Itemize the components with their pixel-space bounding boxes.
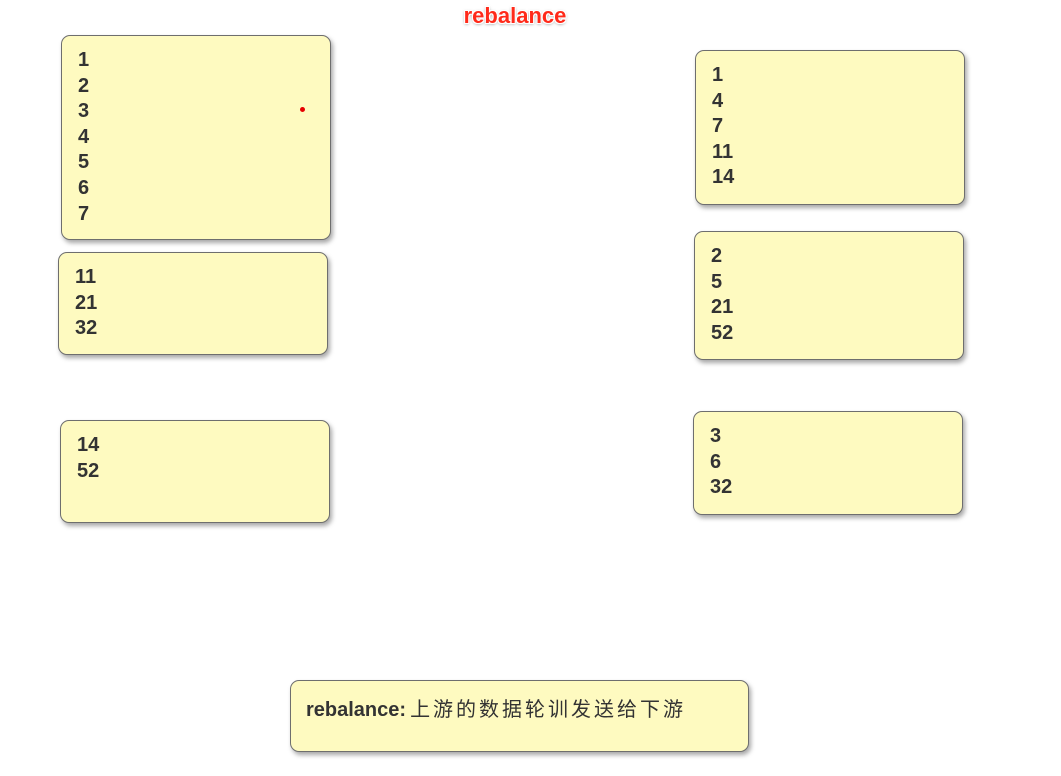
note-label: rebalance: xyxy=(306,699,407,721)
downstream-partition-1: 1 4 7 11 14 xyxy=(695,50,965,205)
partition-value: 21 xyxy=(75,291,98,314)
downstream-partition-2: 2 5 21 52 xyxy=(694,231,964,360)
partition-value: 14 xyxy=(712,166,735,189)
partition-value: 4 xyxy=(712,89,724,112)
partition-value: 1 xyxy=(78,49,90,71)
description-note: rebalance:上游的数据轮训发送给下游 xyxy=(290,680,749,752)
partition-value: 2 xyxy=(711,245,723,267)
partition-value: 7 xyxy=(78,202,90,225)
downstream-partition-3: 3 6 32 xyxy=(693,411,963,515)
partition-value: 11 xyxy=(75,266,97,288)
partition-value: 2 xyxy=(78,74,90,97)
partition-value: 5 xyxy=(711,270,723,293)
partition-value: 6 xyxy=(78,176,90,199)
partition-value: 6 xyxy=(710,450,722,473)
upstream-partition-3: 14 52 xyxy=(60,420,330,523)
partition-value: 3 xyxy=(78,100,90,123)
partition-value: 4 xyxy=(78,125,90,148)
partition-value: 1 xyxy=(712,64,724,86)
partition-value: 3 xyxy=(710,425,722,447)
partition-value: 32 xyxy=(75,317,98,340)
partition-value: 32 xyxy=(710,476,733,499)
partition-value: 5 xyxy=(78,151,90,174)
partition-value: 7 xyxy=(712,115,724,138)
partition-value: 11 xyxy=(712,140,734,163)
partition-value: 52 xyxy=(711,321,734,344)
diagram-title: rebalance xyxy=(463,3,567,28)
upstream-partition-1: 1 2 3 4 5 6 7 xyxy=(61,35,331,240)
partition-value: 14 xyxy=(77,434,100,456)
partition-value: 21 xyxy=(711,296,734,319)
upstream-partition-2: 11 21 32 xyxy=(58,252,328,355)
partition-value: 52 xyxy=(77,459,100,482)
red-dot-marker xyxy=(300,107,305,112)
note-text: 上游的数据轮训发送给下游 xyxy=(410,699,687,721)
